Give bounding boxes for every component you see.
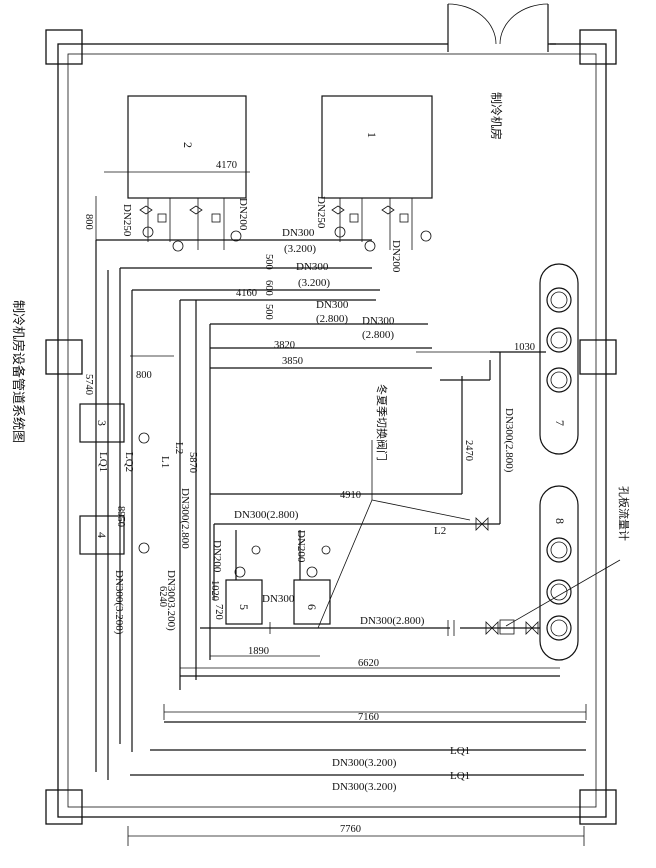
tank-8 [539, 485, 579, 661]
dim-6240: 6240 [157, 586, 168, 607]
orifice-note: 孔板流量计 [617, 486, 631, 541]
pipe-label-dn300-3200-bottom2: DN300(3.200) [332, 781, 397, 793]
pipe-label-dn300-2800-a: DN300 [316, 299, 349, 311]
tower-6 [293, 579, 331, 625]
line-tag-l2-left: L2 [173, 442, 185, 454]
pipe-label-dn300-3200-b: DN300 [296, 261, 329, 273]
pipe-label-elev-3200-a: (3.200) [284, 243, 316, 255]
pipe-label-dn200-t2: DN200 [295, 530, 307, 563]
tanks: 7 8 [539, 263, 579, 661]
dim-5870: 5870 [187, 452, 198, 473]
building-walls [45, 0, 617, 825]
column-top-left [45, 29, 83, 65]
line-tag-lq2: LQ2 [123, 452, 135, 472]
dim-1890: 1890 [248, 646, 269, 657]
line-tag-lq1-c: LQ1 [450, 770, 470, 782]
dim-800-mid: 800 [136, 370, 152, 381]
pump-4-label: 4 [95, 532, 109, 538]
pipe-label-dn250-a: DN250 [121, 204, 133, 237]
dim-3820: 3820 [274, 340, 295, 351]
dim-5740: 5740 [83, 374, 94, 395]
dim-600: 600 [263, 280, 274, 296]
chiller-1 [321, 95, 433, 199]
dim-3850: 3850 [282, 356, 303, 367]
pipe-label-elev-3200-b: (3.200) [298, 277, 330, 289]
pumps: 3 4 [79, 403, 150, 555]
pipe-label-dn200-a: DN200 [237, 198, 249, 231]
column-bottom-left [45, 789, 83, 825]
dim-500: 500 [263, 254, 274, 270]
pipe-label-elev-2800-b: (2.800) [362, 329, 394, 341]
pipe-label-dn300-2800-right: DN300(2.800) [503, 408, 515, 473]
pipe-label-dn300-3200-a: DN300 [282, 227, 315, 239]
inline-valves [269, 517, 539, 636]
column-top-right [579, 29, 617, 65]
dim-4910: 4910 [340, 490, 361, 501]
inner-wall [67, 53, 597, 808]
line-tag-l1: L1 [159, 456, 171, 468]
pipe-label-dn300-3200-left: DN300(3.200) [113, 570, 125, 635]
dim-1020: 1020 [209, 580, 220, 601]
pump-3-label: 3 [95, 420, 109, 426]
pipe-label-dn200-b: DN200 [390, 240, 402, 273]
chillers: 2 1 [127, 95, 433, 252]
dim-7160: 7160 [358, 712, 379, 723]
outer-wall [57, 43, 607, 818]
chiller-valves [139, 205, 432, 252]
tower-5-label: 5 [237, 604, 251, 610]
tower-5 [225, 579, 263, 625]
room-name: 制冷机房 [489, 92, 504, 140]
column-mid-right [579, 339, 617, 375]
tank-7-label: 7 [553, 420, 567, 426]
dim-800-top: 800 [83, 214, 94, 230]
pump-3 [79, 403, 125, 443]
line-tag-lq1: LQ1 [97, 452, 109, 472]
pipe-label-dn300-2800-left: DN300(2.800 [179, 488, 191, 549]
dim-720: 720 [213, 604, 224, 620]
chiller-1-label: 1 [365, 132, 379, 138]
dim-1030: 1030 [514, 342, 535, 353]
note-leaders [317, 440, 621, 629]
door-swing-left [447, 3, 497, 45]
pump-4 [79, 515, 125, 555]
column-bottom-right [579, 789, 617, 825]
towers: 5 6 [225, 545, 331, 625]
pipe-label-dn300-tower: DN300 [262, 593, 295, 605]
pipe-label-dn300-2800-low: DN300(2.800) [360, 615, 425, 627]
line-tag-lq1-b: LQ1 [450, 745, 470, 757]
dim-2470: 2470 [463, 440, 474, 461]
chiller-2 [127, 95, 247, 199]
door-gap [440, 0, 550, 50]
line-tag-l2: L2 [434, 525, 446, 537]
pipe-label-elev-2800-a: (2.800) [316, 313, 348, 325]
dim-4160: 4160 [236, 288, 257, 299]
pipe-label-dn250-b: DN250 [315, 196, 327, 229]
switch-valve-note: 冬夏季切换阀门 [375, 384, 389, 461]
tower-6-label: 6 [305, 604, 319, 610]
tank-8-label: 8 [553, 518, 567, 524]
chiller-2-label: 2 [181, 142, 195, 148]
pipe-label-dn300-3200-bottom1: DN300(3.200) [332, 757, 397, 769]
door-swing-right [499, 3, 549, 45]
pipe-label-dn300-3200-left2: DN3003.200) [165, 570, 177, 631]
dimension-lines [95, 171, 587, 846]
dim-7760: 7760 [340, 824, 361, 835]
chiller-connections [147, 198, 413, 250]
pipe-label-dn200-t1: DN200 [211, 540, 223, 573]
dim-500b: 500 [263, 304, 274, 320]
pipe-label-dn300-2800-b: DN300 [362, 315, 395, 327]
dim-6620: 6620 [358, 658, 379, 669]
dim-8950: 8950 [115, 506, 126, 527]
pipe-label-dn300-2800-mid: DN300(2.800) [234, 509, 299, 521]
column-mid-left [45, 339, 83, 375]
diagram-title: 制冷机房设备管道系统图 [11, 300, 26, 443]
tank-7 [539, 263, 579, 455]
dim-4170: 4170 [216, 160, 237, 171]
